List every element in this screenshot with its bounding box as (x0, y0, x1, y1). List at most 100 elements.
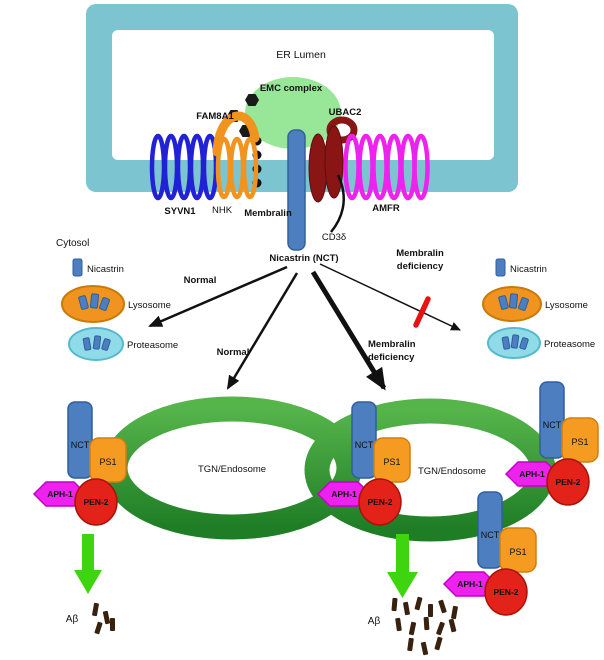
right-degradation-panel: Nicastrin Lysosome Proteasome (482, 258, 595, 359)
normal-mid-arrow (226, 272, 299, 390)
cargo-rect (519, 337, 529, 350)
cargo-rect (508, 293, 519, 309)
nct-label: NCT (481, 530, 500, 540)
proteasome-label: Proteasome (544, 339, 595, 350)
abeta-peptide (102, 610, 111, 625)
er-lumen-label: ER Lumen (276, 49, 326, 61)
abeta-peptide (423, 616, 430, 631)
abeta-peptide (395, 617, 402, 632)
deficiency-mid-label-line1: Membralin (368, 339, 416, 350)
gamma-secretase-complex: NCT PS1 APH-1 PEN-2 (317, 401, 411, 526)
inhibition-bar-icon (413, 296, 431, 328)
abeta-peptide (391, 597, 398, 612)
abeta-peptide (92, 602, 99, 617)
nicastrin-label: Nicastrin (510, 264, 547, 275)
cytosol-label: Cytosol (56, 238, 89, 249)
lysosome-cargo (498, 293, 529, 311)
gamma-secretase-complex: NCT PS1 APH-1 PEN-2 (505, 381, 599, 506)
deficiency-right-label-line1: Membralin (396, 248, 444, 259)
aph1-label: APH-1 (457, 579, 483, 589)
abeta-peptide (414, 596, 423, 611)
cargo-rect (99, 297, 110, 311)
normal-mid-label: Normal (217, 347, 250, 358)
abeta-label-right: Aβ (368, 616, 381, 627)
abeta-peptide (428, 604, 433, 617)
ps1-label: PS1 (383, 457, 400, 467)
pen2-label: PEN-2 (83, 497, 108, 507)
abeta-peptide (434, 636, 443, 651)
amfr-helices (343, 133, 430, 201)
abeta-peptide (438, 599, 447, 614)
syvn1-helices (149, 133, 219, 201)
abeta-peptide (436, 621, 445, 636)
abeta-peptide (408, 621, 417, 636)
syvn1-label: SYVN1 (164, 206, 196, 217)
membralin-bar (287, 129, 306, 251)
lysosome-label: Lysosome (128, 300, 171, 311)
amfr-label: AMFR (372, 203, 400, 214)
left-degradation-panel: Nicastrin Lysosome Proteasome (61, 258, 178, 361)
ps1-label: PS1 (509, 547, 526, 557)
abeta-peptide (407, 637, 414, 652)
fam8a1-protein (212, 111, 260, 200)
ubac2-helix (324, 125, 344, 199)
proteasome-cargo (501, 334, 529, 350)
abeta-peptide (403, 601, 410, 616)
aph1-label: APH-1 (519, 469, 545, 479)
tgn-endosome-label-left: TGN/Endosome (198, 464, 266, 475)
pen2-label: PEN-2 (555, 477, 580, 487)
pen2-label: PEN-2 (367, 497, 392, 507)
cargo-rect (518, 297, 529, 311)
proteasome-cargo (82, 335, 111, 351)
pathway-arrows (148, 263, 461, 391)
abeta-peptides-left (92, 602, 115, 635)
nicastrin-icon (72, 258, 83, 277)
abeta-peptide (420, 641, 429, 656)
nct-label: NCT (71, 440, 90, 450)
nhk-label: NHK (212, 205, 233, 216)
abeta-peptides-right (391, 596, 458, 656)
ps1-label: PS1 (571, 437, 588, 447)
hexagon-icon (245, 94, 259, 106)
tgn-endosome-label-right: TGN/Endosome (418, 466, 486, 477)
fam8a1-label: FAM8A1 (196, 111, 234, 122)
nct-label: NCT (355, 440, 374, 450)
emc-complex-label: EMC complex (260, 83, 323, 94)
cargo-rect (82, 337, 92, 351)
cargo-rect (498, 295, 509, 310)
emc-complex-blob (245, 77, 341, 149)
deficiency-right-label-line2: deficiency (397, 261, 444, 272)
secretion-arrow-right (387, 534, 418, 598)
deficiency-mid-arrow (310, 270, 387, 391)
aph1-label: APH-1 (331, 489, 357, 499)
cargo-rect (510, 334, 520, 349)
nicastrin-icon (495, 258, 506, 277)
ps1-label: PS1 (99, 457, 116, 467)
cargo-rect (92, 335, 102, 350)
helix-loop (412, 133, 430, 201)
nicastrin-nct-label: Nicastrin (NCT) (269, 253, 338, 264)
aph1-label: APH-1 (47, 489, 73, 499)
fam8a1-arch (212, 111, 260, 157)
abeta-peptide (451, 605, 458, 620)
abeta-peptide (110, 618, 115, 631)
abeta-peptide (94, 621, 103, 635)
membralin-label: Membralin (244, 208, 292, 219)
cd3d-label: CD3δ (322, 232, 346, 243)
cargo-rect (501, 336, 511, 350)
cargo-rect (101, 338, 111, 351)
abeta-label-left: Aβ (66, 614, 79, 625)
gamma-secretase-complex: NCT PS1 APH-1 PEN-2 (443, 491, 537, 616)
gamma-secretase-complex: NCT PS1 APH-1 PEN-2 (33, 401, 127, 526)
secretion-arrow-left (74, 534, 102, 594)
lysosome-cargo (78, 293, 110, 311)
deficiency-right-arrow (319, 263, 461, 331)
ubac2-protein (308, 116, 358, 233)
cargo-rect (89, 293, 100, 309)
nct-label: NCT (543, 420, 562, 430)
cd3d-tail (330, 174, 345, 233)
ubac2-label: UBAC2 (329, 107, 362, 118)
helix-loop (241, 136, 259, 200)
